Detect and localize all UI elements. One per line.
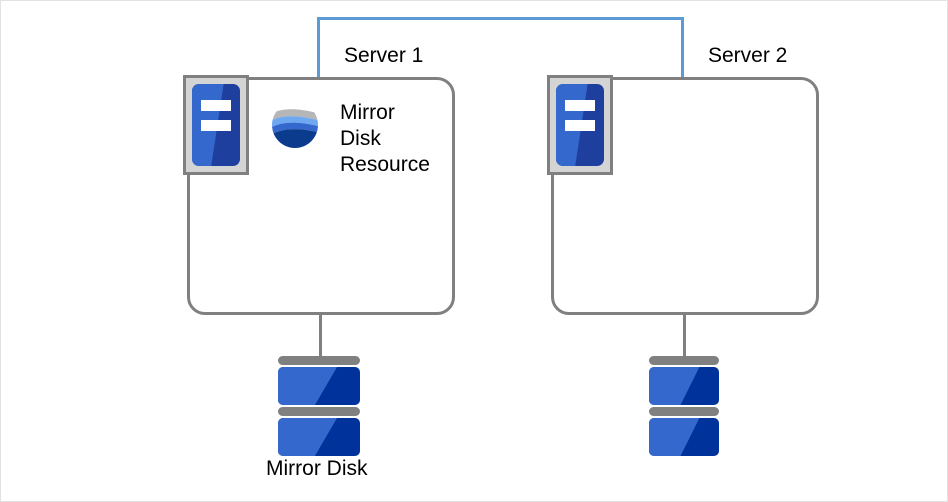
- mirror-disk-label: Mirror Disk: [266, 457, 368, 480]
- interconnect-line-right: [681, 17, 684, 79]
- mirror-disk-icon-left: [278, 356, 360, 458]
- server-1-label: Server 1: [344, 44, 424, 67]
- server-2-label: Server 2: [708, 44, 788, 67]
- mirror-disk-resource-globe-icon: [272, 102, 318, 148]
- interconnect-line-left: [317, 17, 320, 79]
- mirror-disk-icon-right: [649, 356, 719, 458]
- server-2-enclosure: [551, 77, 819, 315]
- interconnect-line-top: [317, 17, 684, 20]
- server-2-machine-icon: [547, 75, 613, 175]
- mirror-disk-resource-line-2: Disk: [340, 127, 381, 150]
- server-1-machine-icon: [183, 75, 249, 175]
- mirror-disk-resource-line-3: Resource: [340, 153, 430, 176]
- server-2-disk-connector: [683, 314, 686, 358]
- server-1-disk-connector: [319, 314, 322, 358]
- mirror-disk-resource-line-1: Mirror: [340, 101, 395, 124]
